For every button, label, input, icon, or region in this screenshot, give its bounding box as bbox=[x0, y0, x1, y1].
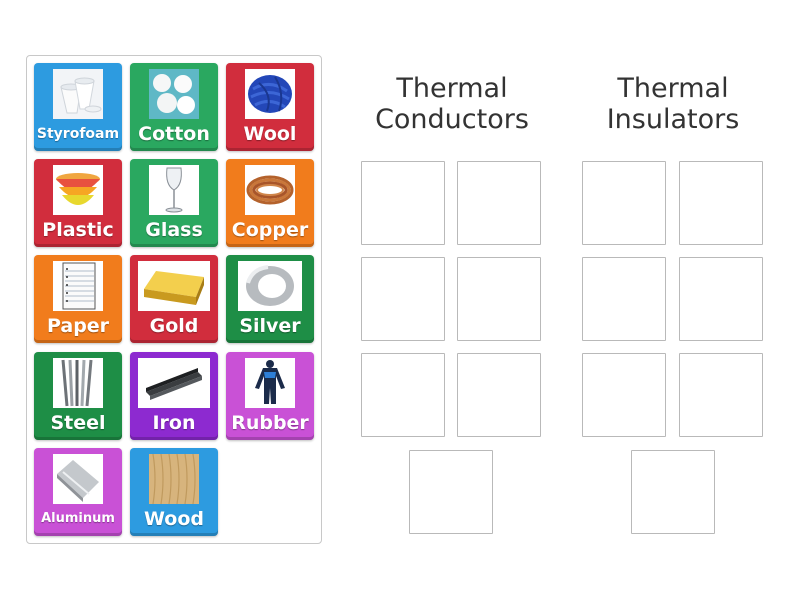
wool-yarn-icon bbox=[245, 69, 295, 119]
tile-label: Iron bbox=[152, 412, 196, 434]
tile-label: Gold bbox=[149, 315, 199, 337]
tile-steel[interactable]: Steel bbox=[34, 352, 122, 440]
tile-label: Wool bbox=[243, 123, 297, 145]
conductor-drop-slot[interactable] bbox=[457, 161, 541, 245]
aluminum-foil-icon bbox=[53, 454, 103, 504]
wood-grain-icon bbox=[149, 454, 199, 504]
tile-label: Glass bbox=[145, 219, 203, 241]
tile-label: Styrofoam bbox=[36, 126, 120, 142]
insulator-drop-slot[interactable] bbox=[679, 257, 763, 341]
conductor-drop-slot[interactable] bbox=[457, 353, 541, 437]
tile-label: Steel bbox=[50, 412, 106, 434]
iron-channel-icon bbox=[138, 358, 210, 408]
tile-label: Silver bbox=[239, 315, 301, 337]
tile-glass[interactable]: Glass bbox=[130, 159, 218, 247]
tile-label: Paper bbox=[46, 315, 110, 337]
tile-wood[interactable]: Wood bbox=[130, 448, 218, 536]
cotton-balls-icon bbox=[149, 69, 199, 119]
conductor-drop-slot[interactable] bbox=[361, 353, 445, 437]
tile-cotton[interactable]: Cotton bbox=[130, 63, 218, 151]
tile-styrofoam[interactable]: Styrofoam bbox=[34, 63, 122, 151]
tile-label: Cotton bbox=[138, 123, 210, 145]
tile-iron[interactable]: Iron bbox=[130, 352, 218, 440]
insulator-drop-slot[interactable] bbox=[631, 450, 715, 534]
tile-label: Plastic bbox=[42, 219, 114, 241]
tile-label: Aluminum bbox=[41, 511, 115, 526]
copper-wire-icon bbox=[245, 165, 295, 215]
notebook-paper-icon bbox=[53, 261, 103, 311]
tile-wool[interactable]: Wool bbox=[226, 63, 314, 151]
steel-rods-icon bbox=[53, 358, 103, 408]
tile-copper[interactable]: Copper bbox=[226, 159, 314, 247]
conductor-drop-slot[interactable] bbox=[361, 161, 445, 245]
insulator-drop-slot[interactable] bbox=[582, 257, 666, 341]
insulator-drop-slot[interactable] bbox=[582, 353, 666, 437]
tile-silver[interactable]: Silver bbox=[226, 255, 314, 343]
wetsuit-icon bbox=[245, 358, 295, 408]
tile-label: Wood bbox=[144, 508, 204, 530]
wine-glass-icon bbox=[149, 165, 199, 215]
conductor-drop-slot[interactable] bbox=[361, 257, 445, 341]
insulator-drop-slot[interactable] bbox=[582, 161, 666, 245]
plastic-bowls-icon bbox=[53, 165, 103, 215]
insulator-drop-slot[interactable] bbox=[679, 161, 763, 245]
styrofoam-cups-icon bbox=[53, 69, 103, 119]
tile-gold[interactable]: Gold bbox=[130, 255, 218, 343]
tile-label: Rubber bbox=[231, 412, 309, 434]
tile-paper[interactable]: Paper bbox=[34, 255, 122, 343]
tile-aluminum[interactable]: Aluminum bbox=[34, 448, 122, 536]
conductor-drop-slot[interactable] bbox=[409, 450, 493, 534]
insulator-drop-slot[interactable] bbox=[679, 353, 763, 437]
tile-label: Copper bbox=[231, 219, 309, 241]
conductor-drop-slot[interactable] bbox=[457, 257, 541, 341]
gold-bar-icon bbox=[138, 261, 210, 311]
silver-ring-icon bbox=[238, 261, 302, 311]
tile-plastic[interactable]: Plastic bbox=[34, 159, 122, 247]
tile-rubber[interactable]: Rubber bbox=[226, 352, 314, 440]
